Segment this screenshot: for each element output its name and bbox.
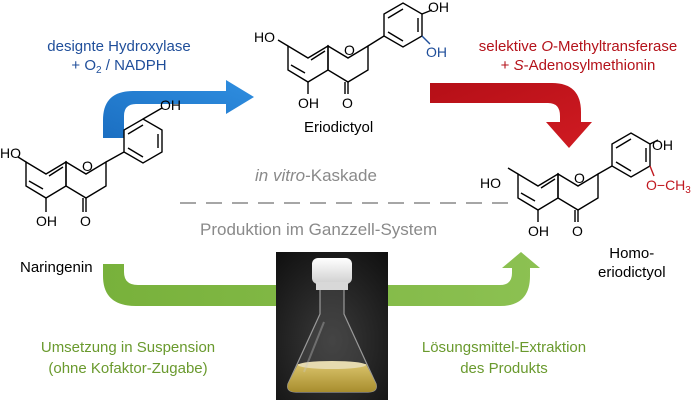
naringenin-carbonyl-o: O — [80, 213, 91, 229]
methyltransferase-label: selektive O-Methyltransferase + S-Adenos… — [462, 37, 694, 75]
eriodictyol-carbonyl-o: O — [342, 95, 353, 111]
homoeriodictyol-oh-4p: OH — [652, 137, 673, 153]
naringenin-name: Naringenin — [20, 259, 93, 276]
naringenin-oh-5: OH — [36, 213, 57, 229]
extraction-line2: des Produkts — [460, 360, 548, 377]
wholecell-label: Produktion im Ganzzell-System — [200, 220, 438, 239]
homoeriodictyol-name-line2: eriodictyol — [598, 264, 666, 281]
eriodictyol-oh-5: OH — [298, 95, 319, 111]
naringenin-ho-7: HO — [0, 145, 21, 161]
red-arrow — [430, 83, 592, 148]
extraction-label: Lösungsmittel-Extraktion des Produkts — [404, 337, 604, 379]
naringenin-structure — [17, 107, 163, 212]
eriodictyol-oh-4p: OH — [428, 0, 449, 15]
green-arrow — [103, 252, 540, 306]
eriodictyol-oh-3p: OH — [426, 44, 447, 60]
homoeriodictyol-carbonyl-o: O — [572, 223, 583, 239]
homoeriodictyol-ring-o: O — [574, 170, 585, 186]
naringenin-oh-4p: OH — [160, 97, 181, 113]
erlenmeyer-flask-image — [276, 252, 388, 400]
flask-photo — [276, 252, 388, 400]
suspension-line1: Umsetzung in Suspension — [40, 339, 216, 356]
homoeriodictyol-oh-5: OH — [528, 223, 549, 239]
homoeriodictyol-name: Homo- eriodictyol — [598, 244, 666, 282]
invitro-cascade-label: in vitro-Kaskade — [255, 166, 377, 185]
naringenin-ring-o: O — [82, 158, 93, 174]
extraction-line1: Lösungsmittel-Extraktion — [421, 339, 587, 356]
blue-arrow — [103, 80, 254, 138]
methyltransferase-line2: + S-Adenosylmethionin — [500, 57, 656, 74]
eriodictyol-ho-7: HO — [254, 29, 275, 45]
homoeriodictyol-methoxy: O−CH3 — [646, 177, 691, 196]
eriodictyol-structure — [277, 2, 433, 94]
suspension-label: Umsetzung in Suspension (ohne Kofaktor-Z… — [28, 337, 228, 379]
homoeriodictyol-structure — [507, 132, 659, 222]
homoeriodictyol-ho-7: HO — [480, 175, 501, 191]
methyltransferase-line1: selektive O-Methyltransferase — [478, 38, 678, 55]
eriodictyol-ring-o: O — [344, 42, 355, 58]
suspension-line2: (ohne Kofaktor-Zugabe) — [48, 360, 208, 377]
hydroxylase-line2: + O2 / NADPH — [71, 57, 167, 76]
homoeriodictyol-name-line1: Homo- — [609, 245, 655, 262]
eriodictyol-name: Eriodictyol — [304, 119, 374, 136]
hydroxylase-label: designte Hydroxylase + O2 / NADPH — [30, 37, 208, 80]
hydroxylase-line1: designte Hydroxylase — [47, 38, 191, 55]
